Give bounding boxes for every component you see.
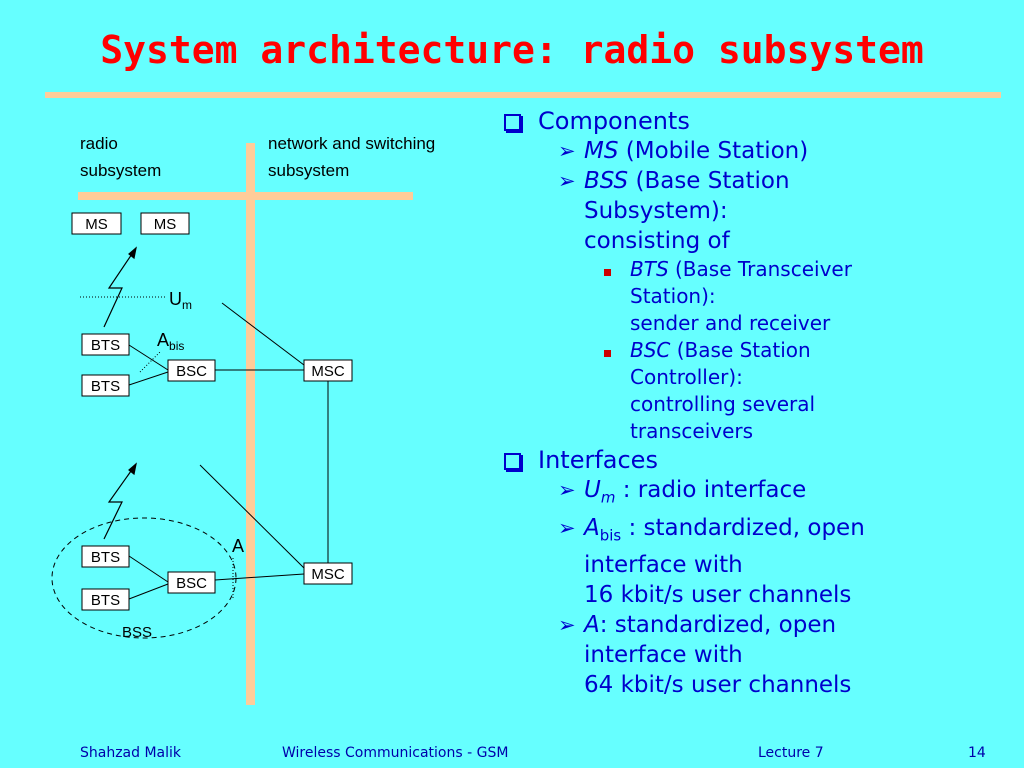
- bsc-box-1: BSC: [167, 359, 216, 382]
- gsm-architecture-diagram: radio subsystem network and switching su…: [51, 134, 440, 705]
- footer-page-number: 14: [968, 745, 986, 761]
- svg-text:BSC: BSC: [176, 363, 207, 380]
- svg-text:MSC: MSC: [311, 566, 345, 583]
- square-bullet-icon: [604, 337, 611, 364]
- arrow-bullet-icon: ➢: [558, 169, 576, 193]
- msc-box-2: MSC: [303, 562, 353, 585]
- radio-link-arrow-top: [103, 246, 137, 328]
- abis-interface-line: [139, 351, 161, 373]
- bss-boundary: [51, 517, 237, 639]
- upper-links: [128, 302, 329, 563]
- svg-text:MS: MS: [154, 216, 177, 233]
- abis-label: Abis: [157, 330, 184, 353]
- arrow-bullet-icon: ➢: [558, 478, 576, 502]
- um-item: ➢ Um : radio interface: [558, 477, 807, 507]
- nss-label: network and switching subsystem: [268, 134, 440, 180]
- bts-box-3: BTS: [81, 545, 130, 568]
- vertical-divider: [246, 143, 255, 705]
- arrow-bullet-icon: ➢: [558, 515, 576, 540]
- lower-msc-link: [199, 464, 305, 569]
- svg-text:BTS: BTS: [91, 378, 120, 395]
- svg-text:MSC: MSC: [311, 363, 345, 380]
- footer-course: Wireless Communications - GSM: [282, 745, 509, 761]
- bsc-box-2: BSC: [167, 571, 216, 594]
- slide-title: System architecture: radio subsystem: [100, 28, 924, 72]
- svg-text:BTS: BTS: [91, 549, 120, 566]
- radio-subsystem-label: radio subsystem: [80, 134, 161, 180]
- svg-text:BTS: BTS: [91, 337, 120, 354]
- bullet-list: Components ➢ MS (Mobile Station) ➢ BSS (…: [496, 106, 1016, 700]
- ms-box-2: MS: [140, 212, 190, 235]
- svg-text:MS: MS: [85, 216, 108, 233]
- a-label: A: [232, 536, 244, 556]
- bts-box-4: BTS: [81, 588, 130, 611]
- footer-author: Shahzad Malik: [80, 745, 182, 761]
- msc-box-1: MSC: [303, 359, 353, 382]
- footer-lecture: Lecture 7: [758, 745, 824, 761]
- interfaces-heading: Interfaces: [496, 445, 1016, 475]
- bts-box-2: BTS: [81, 374, 130, 397]
- components-heading: Components: [496, 106, 1016, 136]
- lower-links: [128, 555, 305, 600]
- ms-box-1: MS: [71, 212, 122, 235]
- checkbox-bullet-icon: [504, 445, 521, 477]
- bts-box-1: BTS: [81, 333, 130, 356]
- ms-item: ➢ MS (Mobile Station): [558, 138, 809, 164]
- radio-link-arrow-bottom: [103, 462, 137, 540]
- bss-label: BSS: [122, 624, 152, 641]
- arrow-bullet-icon: ➢: [558, 139, 576, 163]
- svg-text:BTS: BTS: [91, 592, 120, 609]
- square-bullet-icon: [604, 256, 611, 283]
- um-label: Um: [169, 289, 192, 312]
- arrow-bullet-icon: ➢: [558, 613, 576, 638]
- horizontal-divider: [78, 192, 413, 200]
- title-underline: [45, 92, 1001, 98]
- checkbox-bullet-icon: [504, 106, 521, 138]
- svg-text:BSC: BSC: [176, 575, 207, 592]
